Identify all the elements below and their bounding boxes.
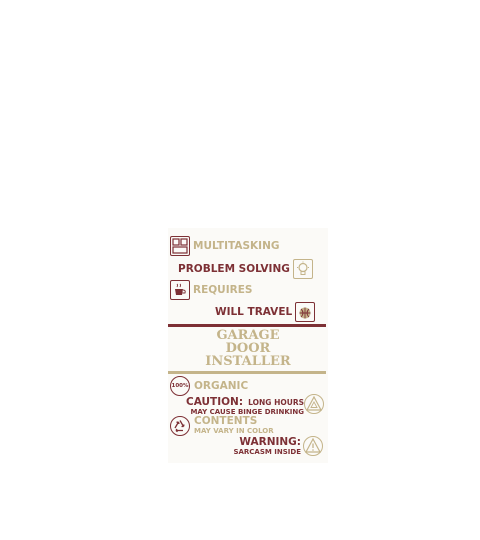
basketball-icon xyxy=(295,302,316,322)
organic-badge-text: 100% xyxy=(171,383,189,389)
sticker-label: MULTITASKING PROBLEM SOLVING REQUIRES xyxy=(168,228,328,463)
percent-badge-icon: 100% xyxy=(170,376,190,396)
vary-text: MAY VARY IN COLOR xyxy=(194,427,274,435)
sarcasm-text: SARCASM INSIDE xyxy=(233,448,301,456)
multitasking-row: MULTITASKING xyxy=(170,236,279,256)
will-travel-row: WILL TRAVEL xyxy=(215,302,316,322)
title-line-1: GARAGE xyxy=(216,328,280,343)
warning-text: WARNING: xyxy=(239,436,301,448)
title-line-2: DOOR xyxy=(225,341,271,356)
requires-row: REQUIRES xyxy=(170,280,252,300)
windows-grid-icon xyxy=(170,236,190,256)
requires-text: REQUIRES xyxy=(193,284,253,296)
warning-block: WARNING: SARCASM INSIDE xyxy=(170,437,301,457)
contents-text: CONTENTS xyxy=(194,415,258,427)
problem-solving-row: PROBLEM SOLVING xyxy=(178,259,313,279)
caution-text: CAUTION: xyxy=(186,396,244,408)
recycle-icon xyxy=(170,416,190,436)
contents-block: CONTENTS MAY VARY IN COLOR xyxy=(194,416,274,436)
warning-triangle-icon xyxy=(302,436,324,460)
organic-row: 100% ORGANIC xyxy=(170,376,248,396)
coffee-cup-icon xyxy=(170,280,190,300)
lightbulb-icon xyxy=(292,259,313,279)
divider-top xyxy=(168,324,326,327)
caution-block: CAUTION: LONG HOURS MAY CAUSE BINGE DRIN… xyxy=(170,394,304,417)
title-line-3: INSTALLER xyxy=(205,354,291,369)
binge-text: MAY CAUSE BINGE DRINKING xyxy=(190,408,304,416)
caution-triangle-icon xyxy=(303,394,325,418)
problem-solving-text: PROBLEM SOLVING xyxy=(178,263,290,275)
multitasking-text: MULTITASKING xyxy=(193,240,280,252)
long-hours-text: LONG HOURS xyxy=(248,398,304,407)
will-travel-text: WILL TRAVEL xyxy=(215,306,293,318)
divider-bottom xyxy=(168,371,326,374)
organic-text: ORGANIC xyxy=(194,380,249,392)
